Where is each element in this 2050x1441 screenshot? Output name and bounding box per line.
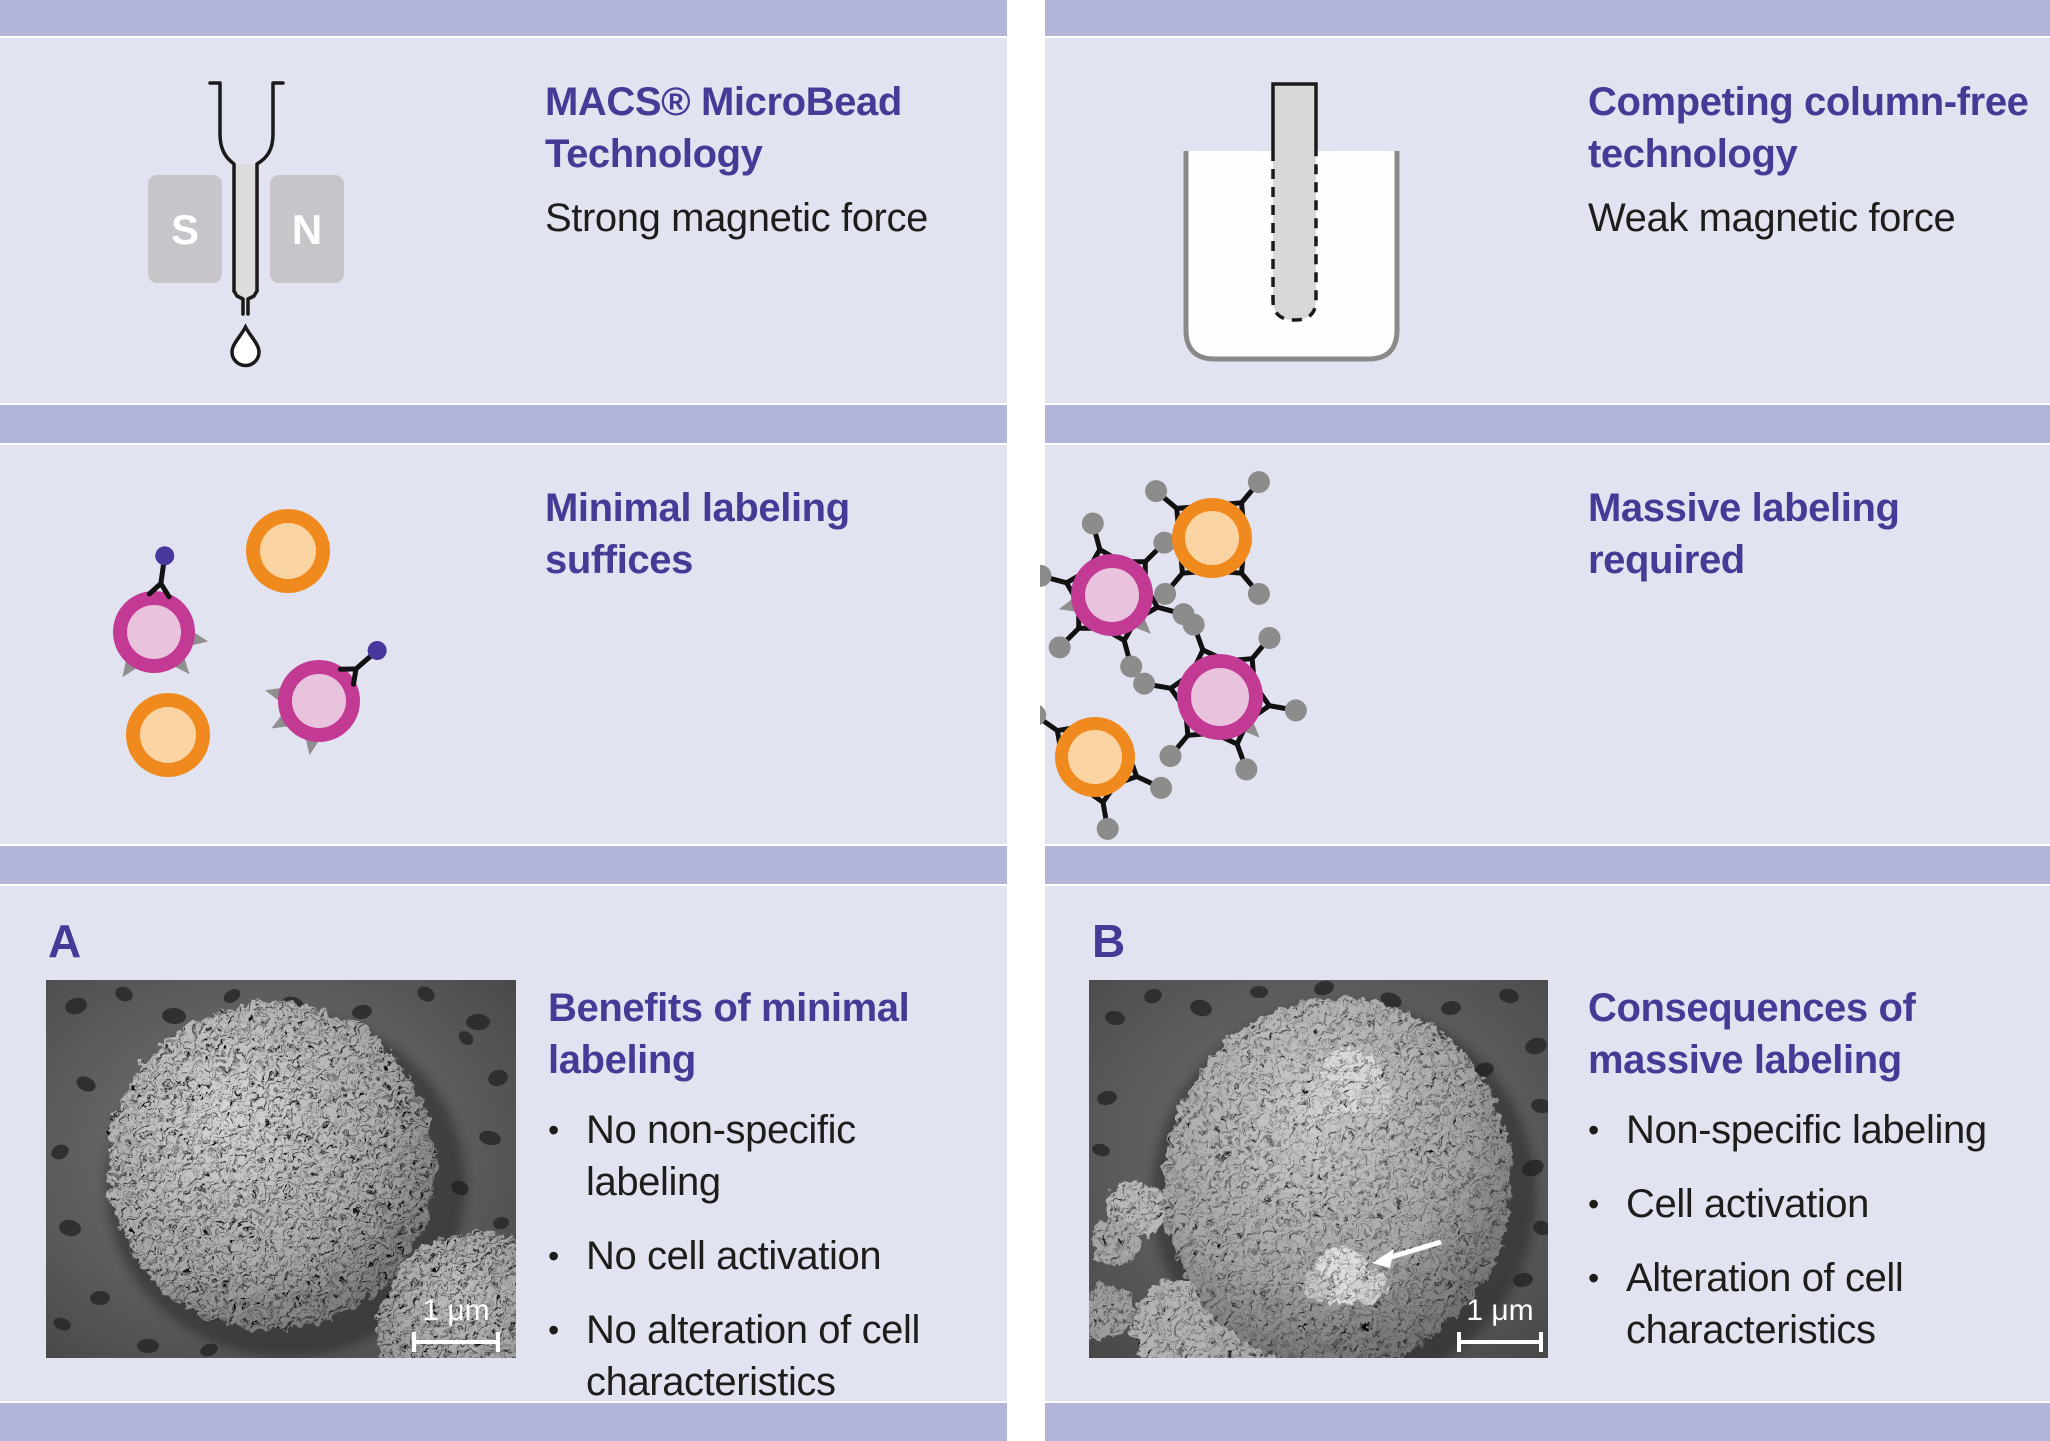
separator-band xyxy=(0,846,1007,884)
list-item: • No alteration of cell characteristics xyxy=(548,1304,990,1408)
panel-title: Consequences of massive labeling xyxy=(1588,986,1916,1082)
panel-title: Minimal labeling suffices xyxy=(545,486,850,582)
heavily-labeled-cell xyxy=(1040,510,1197,680)
list-item: • No non-specific labeling xyxy=(548,1104,990,1208)
bullet-list: • No non-specific labeling • No cell act… xyxy=(548,1104,990,1430)
panel-title: Benefits of minimal labeling xyxy=(548,986,910,1082)
separator-band xyxy=(1045,1403,2050,1441)
panel-subtitle: Strong magnetic force xyxy=(545,196,928,240)
scale-bar-label: 1 μm xyxy=(1466,1294,1533,1327)
sem-image-b: 1 μm xyxy=(1089,980,1548,1358)
target-cell xyxy=(126,693,210,777)
magnet-south-label: S xyxy=(171,206,199,253)
magnet-north-label: N xyxy=(292,206,322,253)
figure-label: A xyxy=(48,915,82,967)
heavily-labeled-cell xyxy=(1141,470,1275,609)
sem-cell-main xyxy=(104,999,432,1327)
separator-band xyxy=(0,1403,1007,1441)
list-item: • Non-specific labeling xyxy=(1588,1104,2030,1156)
massive-labeling-cells xyxy=(1040,470,1440,840)
list-item: • No cell activation xyxy=(548,1230,990,1282)
labeled-cell xyxy=(263,637,391,757)
bullet-icon: • xyxy=(548,1112,560,1148)
bead-aggregates xyxy=(1299,1046,1391,1300)
bullet-icon: • xyxy=(1588,1260,1600,1296)
magnet-south-block: S xyxy=(148,175,222,283)
tube-in-beaker-icon xyxy=(1183,82,1400,362)
panel-title: Massive labeling required xyxy=(1588,486,1900,582)
bullet-list: • Non-specific labeling • Cell activatio… xyxy=(1588,1104,2030,1378)
bullet-icon: • xyxy=(548,1238,560,1274)
magnetic-rod-submerged xyxy=(1271,151,1318,322)
column-outline xyxy=(208,81,285,316)
panel-title: Competing column-free technology xyxy=(1588,80,2029,176)
panel-subtitle: Weak magnetic force xyxy=(1588,196,1956,240)
separator-band xyxy=(1045,0,2050,36)
minimal-labeling-cells xyxy=(113,509,450,777)
separator-band xyxy=(0,405,1007,443)
list-item: • Cell activation xyxy=(1588,1178,2030,1230)
list-item: • Alteration of cell characteristics xyxy=(1588,1252,2030,1356)
scale-bar-label: 1 μm xyxy=(422,1294,489,1327)
separator-band xyxy=(1045,405,2050,443)
scale-bar xyxy=(1457,1332,1543,1352)
sem-cell-secondary xyxy=(374,1228,516,1358)
sem-cell-main xyxy=(1159,994,1509,1358)
droplet-icon xyxy=(230,323,261,368)
scale-bar xyxy=(412,1332,500,1352)
bullet-icon: • xyxy=(1588,1112,1600,1148)
separator-band xyxy=(0,0,1007,36)
microbead-antibody-icon xyxy=(149,545,176,597)
separation-column-magnet-icon: S N xyxy=(148,81,344,368)
panel-title: MACS® MicroBead Technology xyxy=(545,80,902,176)
bullet-icon: • xyxy=(1588,1186,1600,1222)
column-body xyxy=(234,164,257,291)
target-cell xyxy=(246,509,330,593)
heavily-labeled-cell xyxy=(1040,700,1176,840)
separator-band xyxy=(1045,846,2050,884)
figure-label: B xyxy=(1092,915,1126,967)
magnet-north-block: N xyxy=(270,175,344,283)
sem-image-a: 1 μm xyxy=(46,980,516,1358)
labeled-cell xyxy=(113,545,210,682)
bullet-icon: • xyxy=(548,1312,560,1348)
arrow-icon xyxy=(1372,1239,1442,1268)
heavily-labeled-cell xyxy=(1131,611,1308,784)
